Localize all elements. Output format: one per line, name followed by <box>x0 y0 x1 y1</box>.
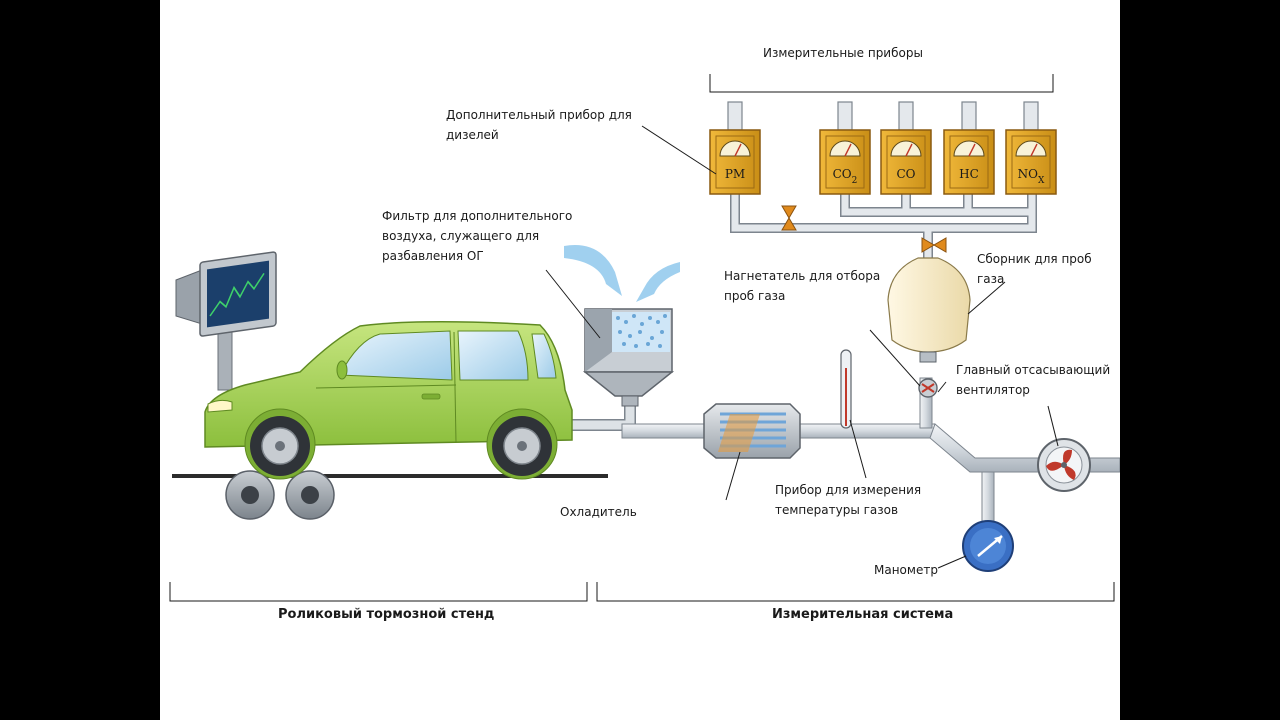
label-measuring-instruments: Измерительные приборы <box>763 46 923 60</box>
thermometer-icon <box>840 349 852 429</box>
meter-label: CO <box>896 167 915 181</box>
label-gas-temp-device: Прибор для измерения температуры газов <box>775 483 922 517</box>
car-wheel-icon <box>492 416 552 476</box>
filter-icon <box>582 308 675 407</box>
sample-bag-icon <box>887 257 971 363</box>
meter-co2: CO2 <box>819 101 871 195</box>
valve-icon <box>921 237 947 253</box>
label-main-fan: Главный отсасывающий вентилятор <box>956 363 1111 397</box>
meter-co: CO <box>880 101 932 195</box>
monitor-icon <box>175 251 277 391</box>
fan-icon <box>1037 438 1091 492</box>
label-air-filter: Фильтр для дополнительного воздуха, служ… <box>382 209 573 263</box>
roller-icon <box>225 470 275 520</box>
sample-blower-icon <box>918 378 938 398</box>
label-sample-blower: Нагнетатель для отбора проб газа <box>724 269 881 303</box>
car-wheel-icon <box>250 416 310 476</box>
airflow-arrow-icon <box>564 245 680 302</box>
label-measuring-system: Измерительная система <box>772 607 954 622</box>
label-roller-stand: Роликовый тормозной стенд <box>278 607 495 622</box>
meter-pm: PM <box>709 101 761 195</box>
manometer-icon <box>962 520 1014 572</box>
meter-label: HC <box>959 167 979 181</box>
meter-nox: NOX <box>1005 101 1057 195</box>
label-sample-collector: Сборник для проб газа <box>977 252 1092 286</box>
roller-icon <box>285 470 335 520</box>
roller-stand-floor <box>172 474 608 478</box>
label-cooler: Охладитель <box>560 505 637 519</box>
label-manometer: Манометр <box>874 563 938 577</box>
meter-hc: HC <box>943 101 995 195</box>
cooler-icon <box>703 403 801 459</box>
label-diesel-device: Дополнительный прибор для дизелей <box>446 108 632 142</box>
valve-icon <box>781 205 797 231</box>
meter-label: PM <box>725 167 745 181</box>
leader-lines <box>169 74 1115 602</box>
